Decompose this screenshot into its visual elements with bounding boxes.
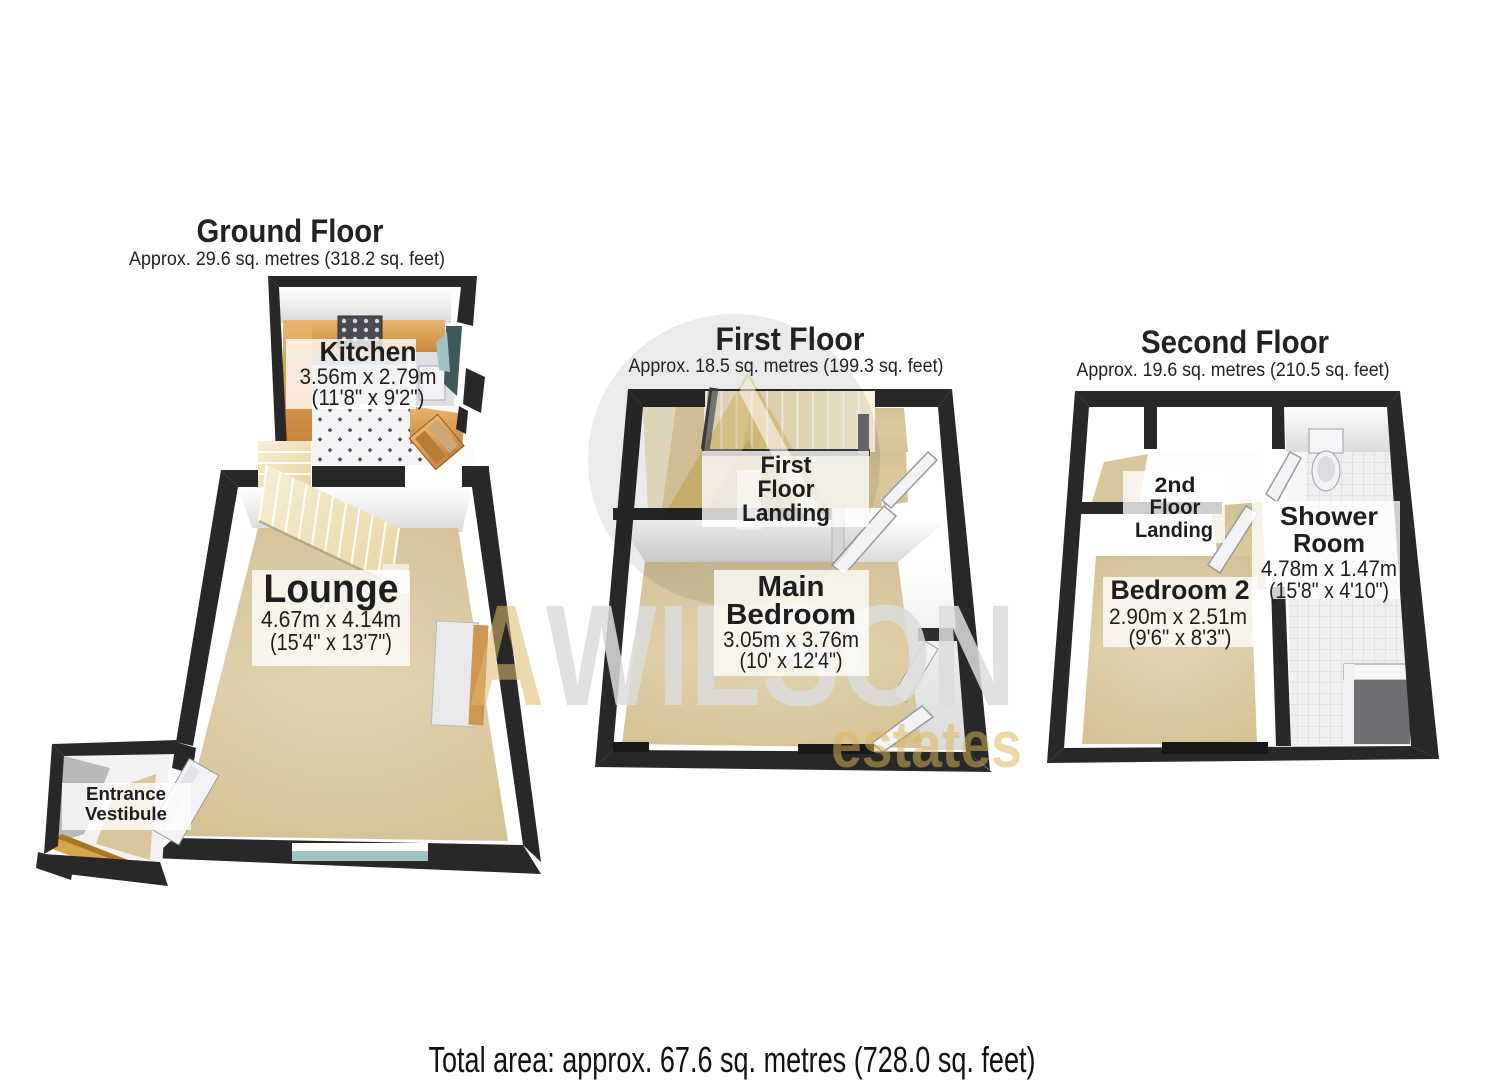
svg-text:A: A xyxy=(468,575,544,736)
svg-text:Second Floor: Second Floor xyxy=(1141,324,1329,360)
svg-text:Approx. 29.6 sq. metres (318.2: Approx. 29.6 sq. metres (318.2 sq. feet) xyxy=(129,249,445,270)
svg-text:Lounge: Lounge xyxy=(264,567,399,611)
svg-text:Main: Main xyxy=(758,571,825,603)
svg-text:Bedroom: Bedroom xyxy=(726,599,856,631)
svg-text:2nd: 2nd xyxy=(1155,474,1196,497)
svg-text:Shower: Shower xyxy=(1280,501,1378,531)
svg-text:(15'8" x 4'10"): (15'8" x 4'10") xyxy=(1269,578,1389,603)
svg-text:Ground Floor: Ground Floor xyxy=(197,213,384,249)
svg-text:estates: estates xyxy=(831,707,1022,781)
svg-text:Floor: Floor xyxy=(1150,496,1201,519)
svg-text:First Floor: First Floor xyxy=(716,321,865,357)
svg-text:(15'4" x 13'7"): (15'4" x 13'7") xyxy=(270,629,392,655)
svg-text:Room: Room xyxy=(1293,528,1365,558)
svg-text:4.67m x 4.14m: 4.67m x 4.14m xyxy=(261,606,401,632)
svg-text:Landing: Landing xyxy=(742,500,830,527)
svg-text:Kitchen: Kitchen xyxy=(320,336,417,367)
svg-text:Entrance: Entrance xyxy=(86,784,166,804)
svg-text:4.78m x 1.47m: 4.78m x 1.47m xyxy=(1261,556,1397,581)
svg-text:Landing: Landing xyxy=(1135,519,1213,542)
svg-text:Total area: approx. 67.6 sq. m: Total area: approx. 67.6 sq. metres (728… xyxy=(429,1039,1036,1080)
svg-text:Bedroom 2: Bedroom 2 xyxy=(1111,575,1250,605)
svg-text:Approx. 19.6 sq. metres (210.5: Approx. 19.6 sq. metres (210.5 sq. feet) xyxy=(1077,360,1390,381)
svg-text:3.05m x 3.76m: 3.05m x 3.76m xyxy=(723,627,859,652)
svg-text:2.90m x 2.51m: 2.90m x 2.51m xyxy=(1109,604,1247,629)
svg-text:(10' x 12'4"): (10' x 12'4") xyxy=(740,648,843,673)
svg-text:Floor: Floor xyxy=(758,476,815,503)
svg-text:Vestibule: Vestibule xyxy=(85,804,167,824)
svg-text:(9'6" x 8'3"): (9'6" x 8'3") xyxy=(1129,625,1232,650)
svg-text:(11'8" x 9'2"): (11'8" x 9'2") xyxy=(312,385,425,410)
svg-text:First: First xyxy=(761,452,812,479)
svg-text:Approx. 18.5 sq. metres (199.3: Approx. 18.5 sq. metres (199.3 sq. feet) xyxy=(629,356,944,377)
svg-text:3.56m x 2.79m: 3.56m x 2.79m xyxy=(300,364,437,389)
